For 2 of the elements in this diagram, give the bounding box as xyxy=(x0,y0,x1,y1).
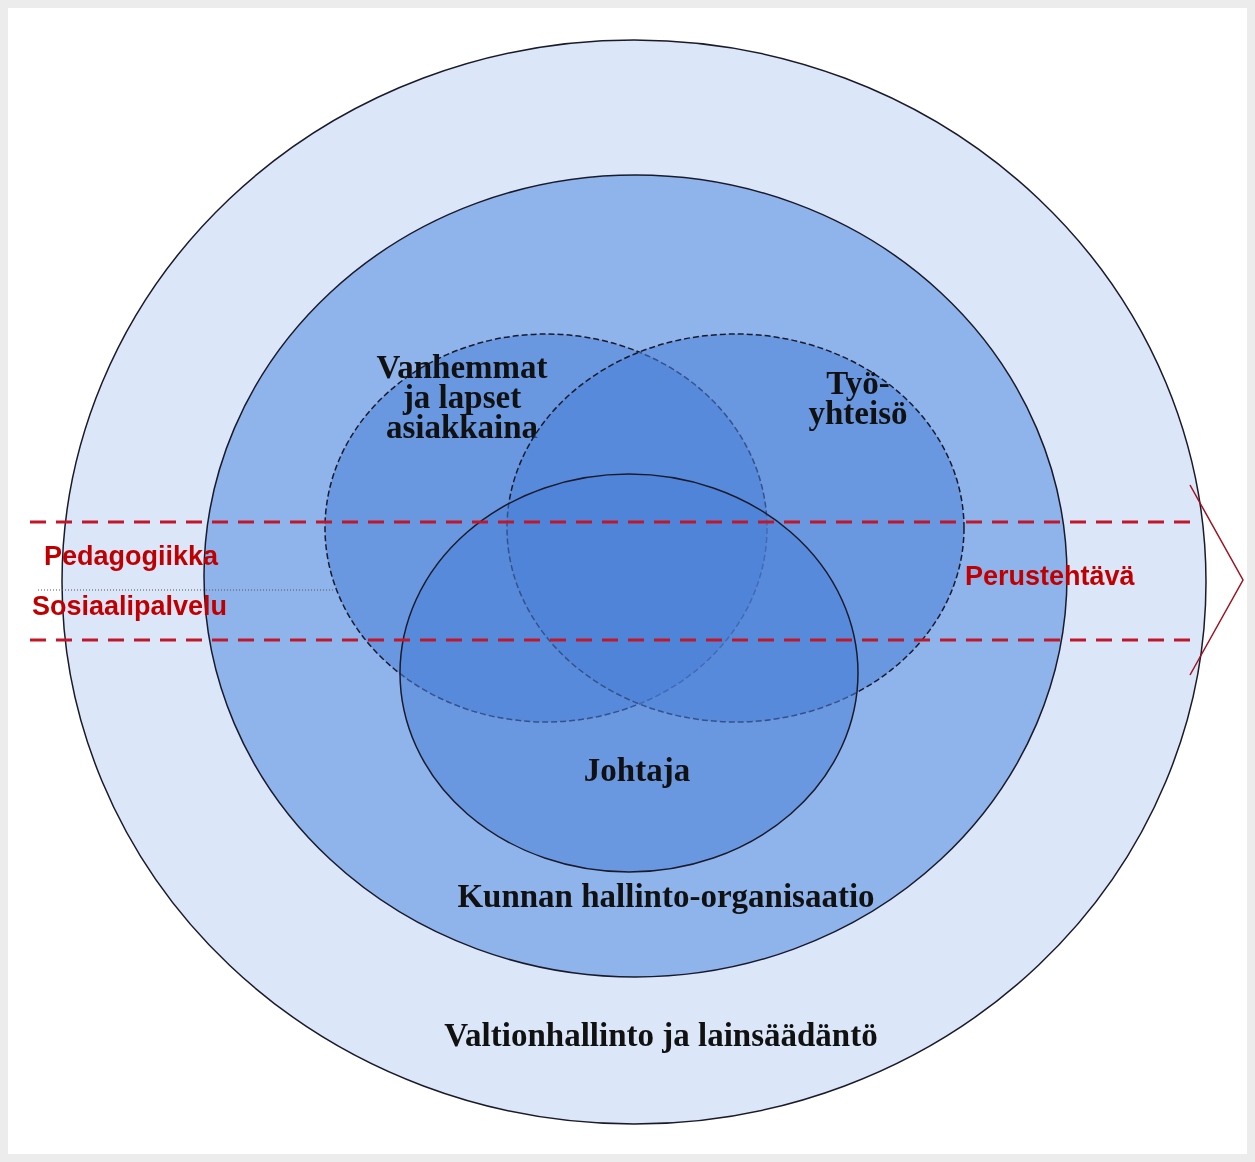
node-label: Vanhemmat ja lapset asiakkaina xyxy=(375,352,549,442)
ellipse xyxy=(400,474,858,872)
